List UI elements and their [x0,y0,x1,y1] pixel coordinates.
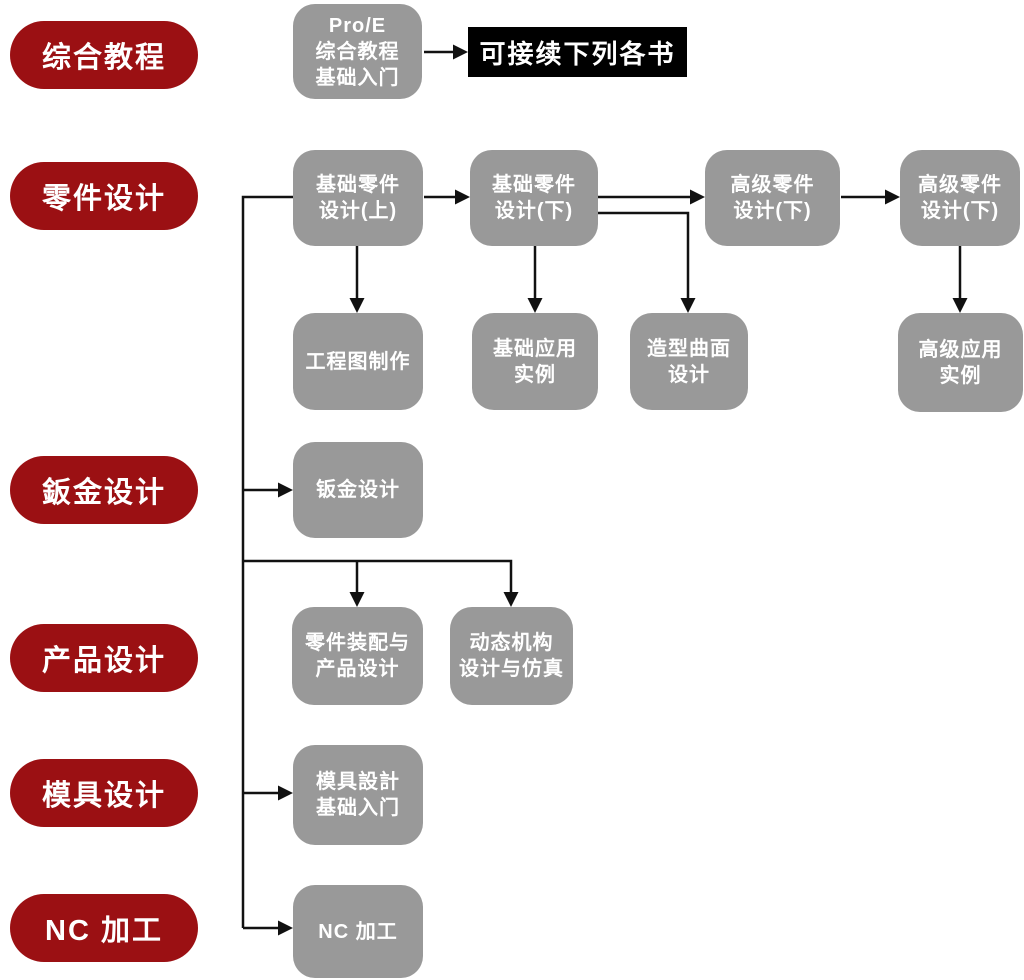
node-basic-application-examples: 基础应用 实例 [472,313,598,410]
arrowhead-to-advexamples [952,298,968,313]
node-assembly-product-design: 零件装配与 产品设计 [292,607,423,705]
arrowhead-to-mechanism [503,592,519,607]
arrowhead-to-note [453,44,468,60]
node-mold-design-intro: 模具設計 基础入门 [293,745,423,845]
node-basic-part-design-2: 基础零件 设计(下) [470,150,598,246]
category-pill-nc-machining: NC 加工 [10,894,198,962]
node-engineering-drawing: 工程图制作 [293,313,423,410]
connector-trunk-to-product-branch [243,559,513,593]
node-surface-design: 造型曲面 设计 [630,313,748,410]
arrowhead-to-adv2 [885,189,900,205]
arrowhead-to-surface [680,298,696,313]
arrowhead-to-examples [527,298,543,313]
node-advanced-part-design-2: 高级零件 设计(下) [900,150,1020,246]
arrowhead-to-drawing [349,298,365,313]
node-proe-intro: Pro/E 综合教程 基础入门 [293,4,422,99]
node-advanced-part-design-1: 高级零件 设计(下) [705,150,840,246]
node-advanced-application-examples: 高级应用 实例 [898,313,1023,412]
node-mechanism-simulation: 动态机构 设计与仿真 [450,607,573,705]
category-pill-product-design: 产品设计 [10,624,198,692]
category-pill-sheet-metal-design: 鈑金设计 [10,456,198,524]
arrowhead-to-mold [278,785,293,801]
connector-trunk [241,195,293,928]
category-pill-part-design: 零件设计 [10,162,198,230]
note-continue-books: 可接续下列各书 [468,27,687,77]
arrowhead-to-nc [278,920,293,936]
arrowhead-to-basic2 [455,189,470,205]
connector-basic2-to-surface [598,211,690,300]
category-pill-mold-design: 模具设计 [10,759,198,827]
node-sheet-metal-design: 钣金设计 [293,442,423,538]
arrowhead-to-adv1 [690,189,705,205]
arrowhead-to-assembly [349,592,365,607]
arrowhead-to-sheetmetal [278,482,293,498]
node-nc-machining: NC 加工 [293,885,423,978]
node-basic-part-design-1: 基础零件 设计(上) [293,150,423,246]
category-pill-comprehensive-tutorial: 综合教程 [10,21,198,89]
